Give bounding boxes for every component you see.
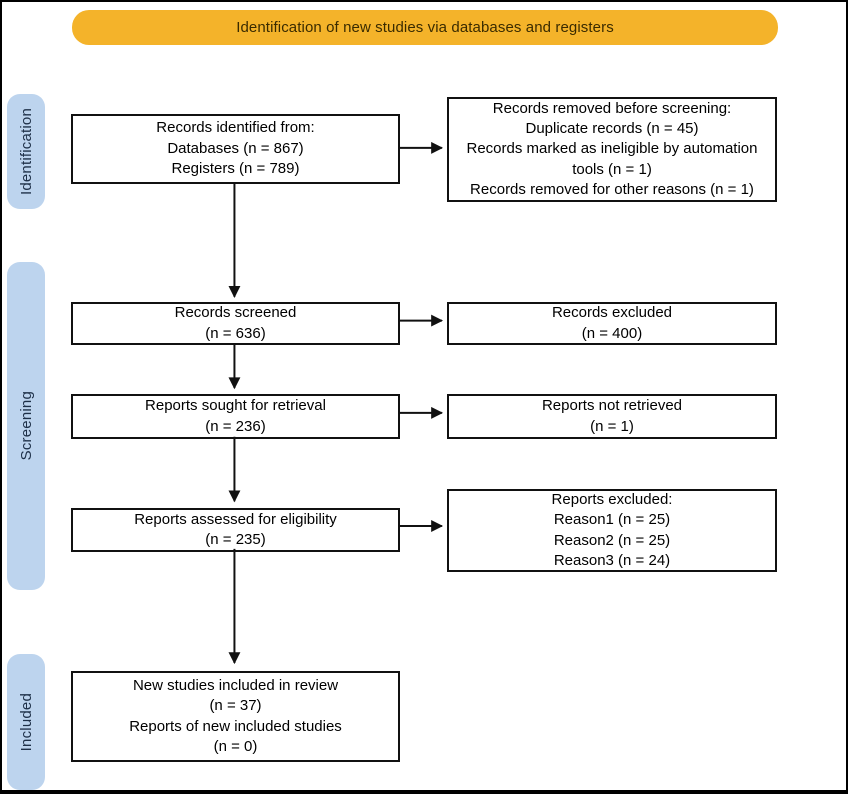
stage-screening-label: Screening — [17, 391, 35, 461]
banner-label: Identification of new studies via databa… — [236, 19, 614, 36]
records-excluded-box: Records excluded (n = 400) — [447, 302, 777, 345]
records-identified-box: Records identified from: Databases (n = … — [71, 114, 400, 184]
stage-included-label: Included — [17, 692, 35, 752]
stage-included: Included — [7, 654, 45, 790]
stage-identification-label: Identification — [17, 107, 35, 196]
reports-excluded-box: Reports excluded: Reason1 (n = 25) Reaso… — [447, 489, 777, 572]
reports-sought-box: Reports sought for retrieval (n = 236) — [71, 394, 400, 439]
records-removed-box: Records removed before screening: Duplic… — [447, 97, 777, 202]
stage-identification: Identification — [7, 94, 45, 209]
stage-screening: Screening — [7, 262, 45, 590]
banner: Identification of new studies via databa… — [72, 10, 778, 45]
new-studies-included-box: New studies included in review (n = 37) … — [71, 671, 400, 762]
records-screened-box: Records screened (n = 636) — [71, 302, 400, 345]
reports-not-retrieved-box: Reports not retrieved (n = 1) — [447, 394, 777, 439]
reports-assessed-box: Reports assessed for eligibility (n = 23… — [71, 508, 400, 552]
